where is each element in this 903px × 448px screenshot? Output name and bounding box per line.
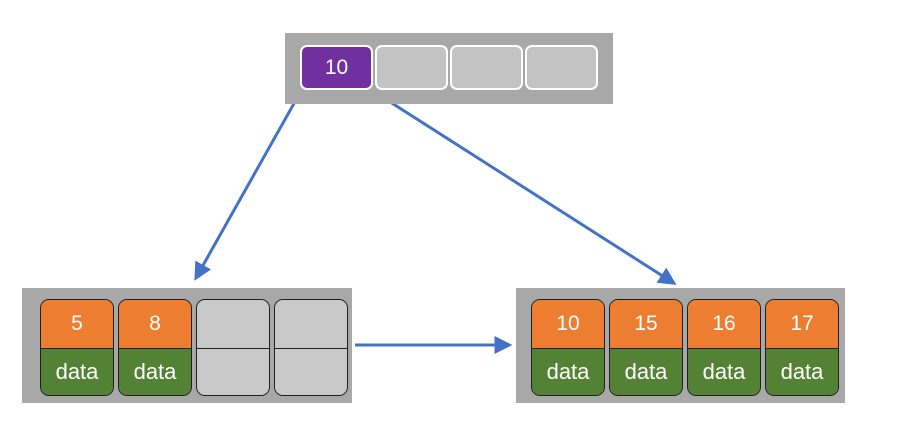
- leaf-empty-data-cell: [197, 347, 269, 395]
- leaf-slot: 10 data: [531, 299, 605, 396]
- root-empty-cell: [375, 45, 448, 90]
- root-empty-cell: [450, 45, 523, 90]
- leaf-empty-key-cell: [197, 300, 269, 348]
- leaf-slot: 17 data: [765, 299, 839, 396]
- leaf-key-cell: 10: [532, 300, 604, 348]
- leaf-slot: 16 data: [687, 299, 761, 396]
- leaf-node-right: 10 data 15 data 16 data 17 data: [516, 288, 845, 403]
- arrow-root-to-right-leaf: [372, 89, 677, 285]
- leaf-empty-slot: [196, 299, 270, 396]
- leaf-key-cell: 15: [610, 300, 682, 348]
- leaf-empty-slot: [274, 299, 348, 396]
- root-key-cell: 10: [300, 45, 373, 90]
- leaf-slot: 5 data: [40, 299, 114, 396]
- leaf-data-cell: data: [610, 347, 682, 395]
- leaf-data-cell: data: [766, 347, 838, 395]
- leaf-key-cell: 8: [119, 300, 191, 348]
- leaf-data-cell: data: [119, 347, 191, 395]
- arrow-root-to-left-leaf: [194, 90, 303, 281]
- leaf-data-cell: data: [41, 347, 113, 395]
- leaf-slot: 8 data: [118, 299, 192, 396]
- leaf-slot: 15 data: [609, 299, 683, 396]
- leaf-data-cell: data: [532, 347, 604, 395]
- leaf-key-cell: 5: [41, 300, 113, 348]
- leaf-empty-data-cell: [275, 347, 347, 395]
- leaf-node-left: 5 data 8 data: [22, 288, 352, 403]
- root-empty-cell: [525, 45, 598, 90]
- root-node: 10: [285, 33, 613, 104]
- leaf-empty-key-cell: [275, 300, 347, 348]
- leaf-data-cell: data: [688, 347, 760, 395]
- leaf-key-cell: 17: [766, 300, 838, 348]
- leaf-key-cell: 16: [688, 300, 760, 348]
